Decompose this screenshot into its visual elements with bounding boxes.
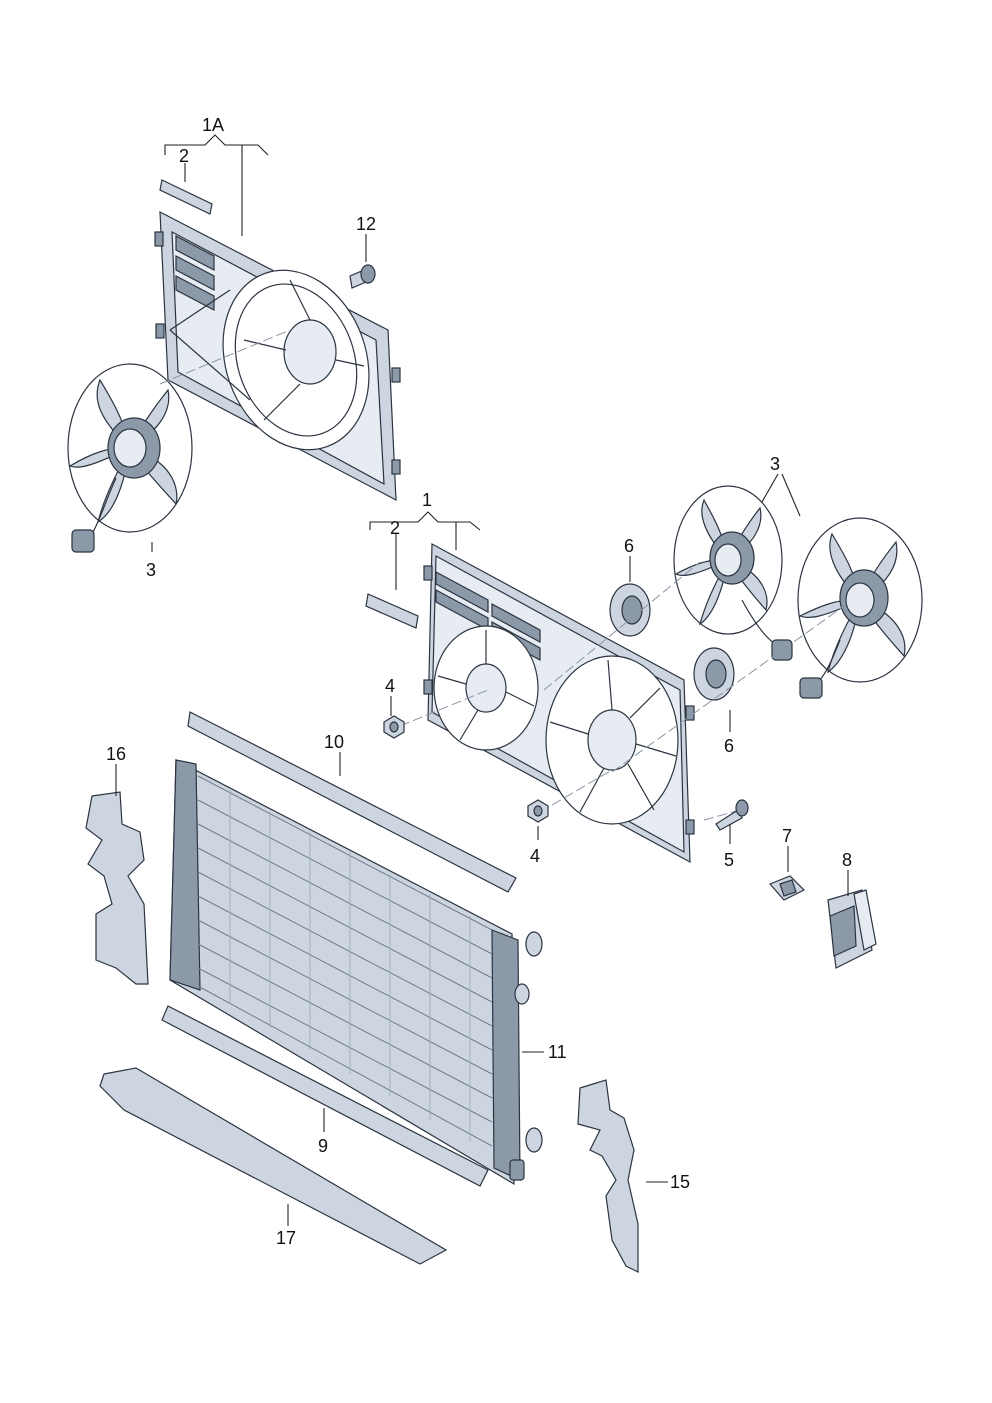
radiator-11 <box>169 759 543 1186</box>
seal-strip-9 <box>161 1005 489 1187</box>
air-guide-15 <box>577 1079 639 1273</box>
label-8: 8 <box>842 850 852 870</box>
seal-strip-2-lower <box>365 593 419 629</box>
nut-4-lower <box>527 799 549 823</box>
label-9: 9 <box>318 1136 328 1156</box>
label-17: 17 <box>276 1228 296 1248</box>
label-1: 1 <box>422 490 432 510</box>
label-11: 11 <box>548 1042 567 1062</box>
label-4-lower: 4 <box>530 846 540 866</box>
bolt-12 <box>349 264 376 289</box>
label-16: 16 <box>106 744 126 764</box>
fan-motor-3-left <box>67 363 193 553</box>
fan-motor-3-right-b <box>797 517 923 699</box>
screw-5 <box>715 799 749 831</box>
seal-strip-10 <box>187 711 517 893</box>
seal-strip-2-upper <box>159 179 213 215</box>
air-deflector-17 <box>99 1067 448 1265</box>
clip-7 <box>768 875 806 901</box>
leader-lines <box>115 134 849 1226</box>
retaining-ring-6-lower <box>693 647 735 701</box>
label-6-lower: 6 <box>724 736 734 756</box>
fan-shroud-1 <box>423 543 695 864</box>
label-10: 10 <box>324 732 344 752</box>
label-2-upper: 2 <box>179 146 189 166</box>
bracket-8 <box>827 889 877 969</box>
retaining-ring-6-upper <box>609 583 651 637</box>
label-12: 12 <box>356 214 376 234</box>
label-2-lower: 2 <box>390 518 400 538</box>
label-1a: 1A <box>202 115 224 135</box>
nut-4-upper <box>383 715 405 739</box>
label-7: 7 <box>782 826 792 846</box>
air-guide-16 <box>85 791 149 985</box>
fan-shroud-1a <box>154 210 401 502</box>
label-3-left: 3 <box>146 560 156 580</box>
label-5: 5 <box>724 850 734 870</box>
label-15: 15 <box>670 1172 690 1192</box>
label-3-right: 3 <box>770 454 780 474</box>
label-6-upper: 6 <box>624 536 634 556</box>
label-4-upper: 4 <box>385 676 395 696</box>
assembly-lines <box>159 329 845 821</box>
callout-labels: 1A 2 12 3 1 2 3 6 6 4 4 5 7 8 10 16 11 9… <box>106 115 852 1248</box>
fan-motor-3-right-a <box>673 485 793 661</box>
